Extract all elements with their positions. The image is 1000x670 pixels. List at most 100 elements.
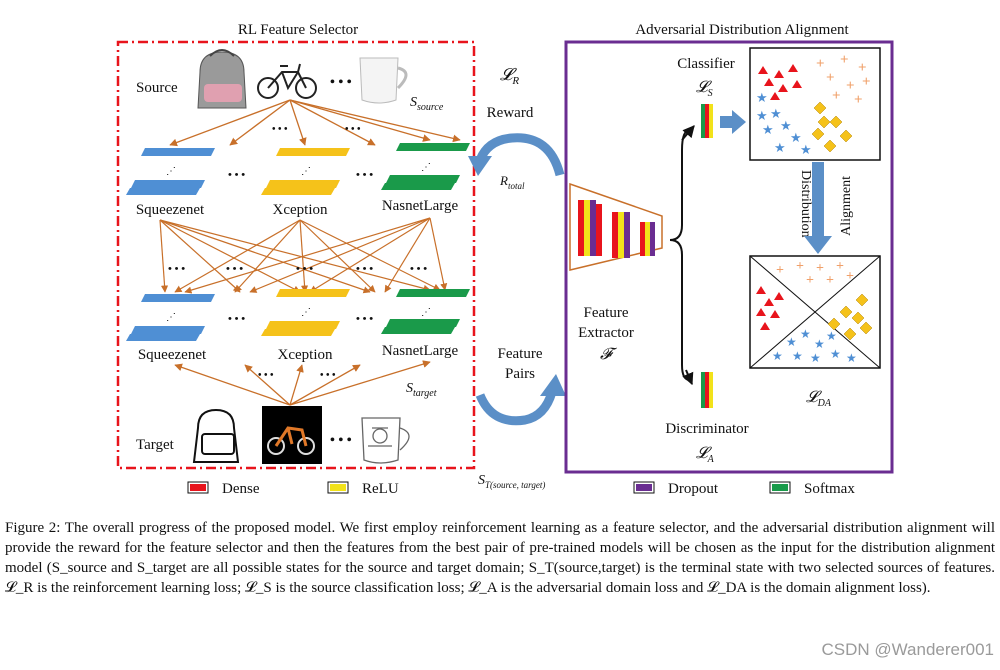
source-arrow-dots-1: • • •	[272, 124, 288, 135]
classifier-loss: 𝓛S	[696, 79, 713, 99]
svg-text:★: ★	[774, 140, 786, 155]
discriminator-layers	[701, 372, 713, 408]
svg-text:+: +	[796, 259, 804, 274]
legend-label-relu: ReLU	[362, 481, 399, 497]
s-source-label: Ssource	[410, 95, 444, 113]
top-stack-dots-1: • • •	[228, 169, 245, 181]
scatter-diamonds	[811, 101, 853, 153]
target-arrows	[174, 360, 431, 406]
svg-text:★: ★	[826, 329, 837, 343]
svg-text:+: +	[846, 269, 854, 284]
bottom-model-nasnetlarge: NasnetLarge	[382, 343, 459, 359]
svg-text:+: +	[854, 92, 863, 108]
svg-text:⋰: ⋰	[421, 307, 431, 318]
legend-label-dropout: Dropout	[668, 481, 719, 497]
nasnet-stack-top: ⋰	[381, 143, 470, 190]
top-model-nasnetlarge: NasnetLarge	[382, 198, 459, 214]
source-label: Source	[136, 80, 178, 96]
svg-text:★: ★	[792, 349, 803, 363]
bottom-stack-dots-2: • • •	[356, 313, 373, 325]
svg-text:★: ★	[756, 108, 768, 123]
svg-text:+: +	[858, 60, 867, 76]
bottom-model-xception: Xception	[278, 347, 333, 363]
top-model-xception: Xception	[273, 202, 328, 218]
backpack-image	[197, 49, 247, 109]
svg-text:★: ★	[786, 335, 797, 349]
loss-r: 𝓛R	[500, 65, 519, 87]
reward-arrowhead	[468, 156, 492, 176]
ada-panel-title: Adversarial Distribution Alignment	[635, 22, 849, 38]
cross-arrows	[159, 217, 448, 294]
squeezenet-stack-top: ⋰	[126, 148, 215, 195]
alignment-label: Alignment	[839, 176, 854, 236]
legend-swatch-dense	[187, 481, 209, 494]
squeezenet-stack-bottom: ⋰	[126, 294, 215, 341]
svg-text:+: +	[816, 261, 824, 276]
r-total: Rtotal	[499, 173, 525, 191]
cross-dots-1: • • •	[168, 263, 185, 275]
model-diagram: RL Feature Selector Source Target • • • …	[116, 22, 894, 497]
svg-text:+: +	[846, 78, 855, 94]
backpack-sketch-image	[192, 408, 240, 463]
source-ellipsis: • • •	[330, 75, 352, 90]
rl-panel-border	[116, 40, 476, 470]
bottom-stack-dots-1: • • •	[228, 313, 245, 325]
reward-cycle-arrow	[475, 133, 565, 177]
source-arrow-dots-2: • • •	[345, 124, 361, 135]
svg-text:+: +	[862, 74, 871, 90]
svg-text:★: ★	[762, 122, 774, 137]
legend: Dense ReLU Dropout Softmax	[187, 481, 855, 497]
svg-text:+: +	[806, 273, 814, 288]
classifier-to-plot-arrow	[720, 110, 746, 134]
brace-line	[669, 129, 691, 381]
svg-text:★: ★	[846, 351, 857, 365]
svg-text:★: ★	[780, 118, 792, 133]
svg-text:+: +	[832, 88, 841, 104]
cross-dots-4: • • •	[356, 263, 373, 275]
legend-swatch-relu	[327, 481, 349, 494]
aligned-plot-diagonal-2	[749, 255, 881, 369]
discriminator-loss: 𝓛A	[696, 445, 715, 465]
classifier-layers	[701, 104, 713, 138]
top-stack-dots-2: • • •	[356, 169, 373, 181]
top-model-squeezenet: Squeezenet	[136, 202, 205, 218]
target-ellipsis: • • •	[330, 433, 352, 448]
rl-panel-title: RL Feature Selector	[238, 22, 358, 38]
legend-swatch-dropout	[633, 481, 655, 494]
svg-text:⋰: ⋰	[301, 307, 311, 318]
xception-stack-top: ⋰	[261, 148, 350, 195]
classifier-label: Classifier	[677, 56, 735, 72]
aligned-stars: ★★★ ★★★ ★★★	[772, 327, 857, 365]
svg-text:★: ★	[772, 349, 783, 363]
svg-text:+: +	[826, 273, 834, 288]
distribution-alignment-arrow	[804, 162, 832, 254]
xception-stack-bottom: ⋰	[261, 289, 350, 336]
scatter-triangles	[758, 64, 802, 100]
loss-da: 𝓛DA	[806, 389, 832, 409]
legend-swatch-softmax	[769, 481, 791, 494]
mug-sketch-image	[361, 417, 410, 464]
scatter-crosses: +++ +++ ++	[816, 52, 871, 108]
reward-label: Reward	[487, 105, 534, 121]
feature-pairs-label-1: Feature	[498, 346, 543, 362]
svg-text:★: ★	[790, 130, 802, 145]
feature-pairs-arrowhead	[540, 374, 566, 396]
svg-text:⋰: ⋰	[166, 312, 176, 323]
terminal-state-label: ST(source, target)	[478, 473, 545, 490]
figure-caption: Figure 2: The overall progress of the pr…	[5, 520, 995, 596]
s-target-label: Starget	[406, 381, 437, 399]
svg-text:+: +	[816, 56, 825, 72]
legend-label-softmax: Softmax	[804, 481, 855, 497]
distribution-label: Distribution	[798, 170, 813, 238]
nasnet-stack-bottom: ⋰	[381, 289, 470, 334]
feature-extractor-symbol: 𝓕	[600, 346, 618, 363]
svg-text:+: +	[840, 52, 849, 68]
scatter-stars: ★★★ ★★★ ★★	[756, 90, 812, 157]
discriminator-label: Discriminator	[665, 421, 748, 437]
to-discriminator-arrow	[682, 369, 694, 386]
cross-dots-5: • • •	[410, 263, 427, 275]
svg-text:★: ★	[814, 337, 825, 351]
source-scatter-plot	[749, 47, 881, 161]
cross-dots-3: • • •	[296, 263, 313, 275]
svg-text:★: ★	[810, 351, 821, 365]
